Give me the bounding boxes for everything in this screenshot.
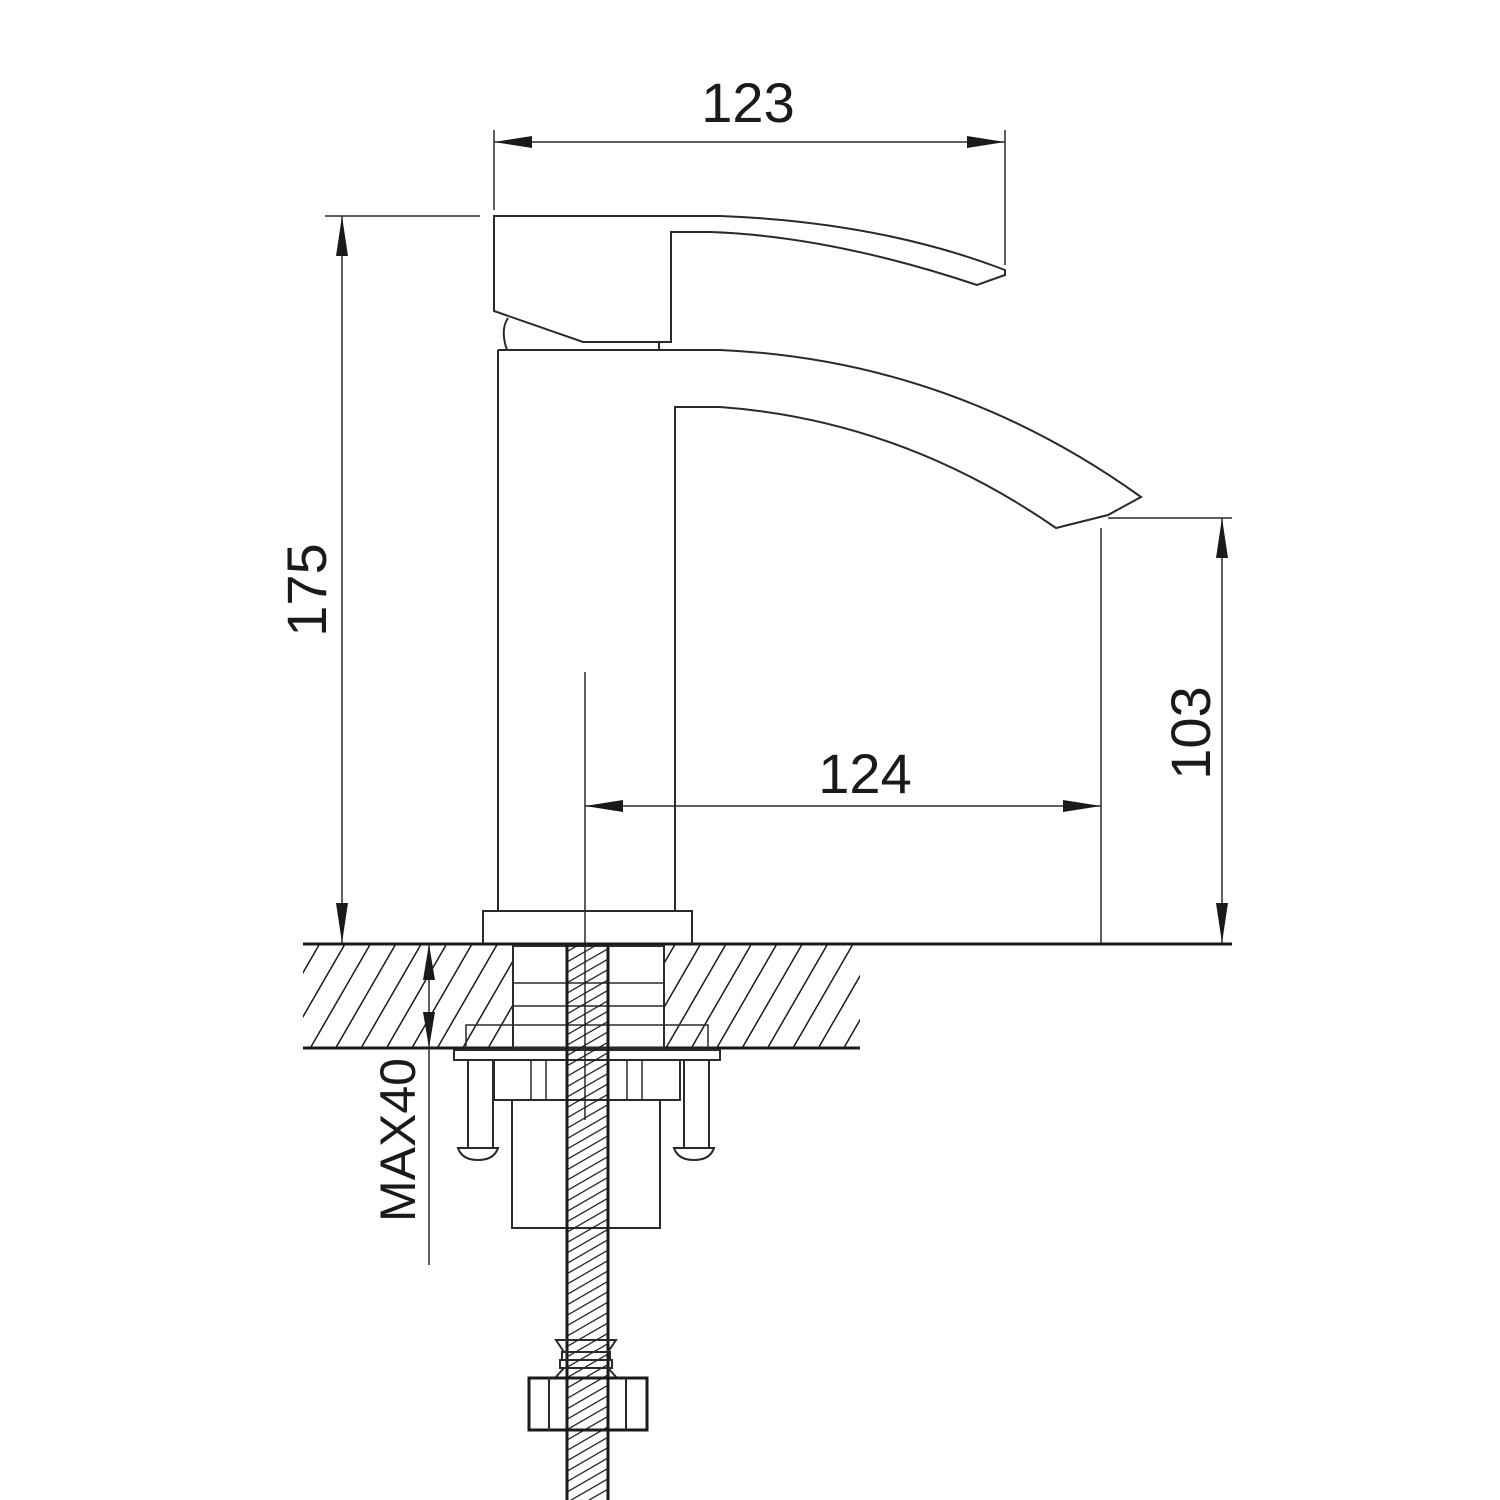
dimension-overall-length: 123 bbox=[493, 71, 1006, 265]
dimension-max-thickness: MAX40 bbox=[370, 944, 435, 1265]
lever-handle bbox=[493, 215, 1006, 351]
countertop-section bbox=[303, 942, 1232, 1050]
dimension-spout-reach: 124 bbox=[585, 742, 1101, 812]
arrow-left-icon bbox=[585, 800, 623, 812]
arrow-up-icon bbox=[423, 944, 435, 980]
arrow-left-icon bbox=[494, 136, 532, 148]
faucet-body bbox=[497, 349, 1143, 911]
dim-label-175: 175 bbox=[275, 543, 338, 636]
dimension-spout-height: 103 bbox=[1100, 517, 1232, 943]
dim-label-max40: MAX40 bbox=[370, 1058, 426, 1222]
arrow-down-icon bbox=[336, 903, 348, 943]
dim-label-103: 103 bbox=[1159, 686, 1222, 779]
arrow-down-icon bbox=[423, 1012, 435, 1048]
arrow-right-icon bbox=[967, 136, 1005, 148]
base-ring bbox=[482, 910, 693, 945]
dim-label-123: 123 bbox=[701, 71, 794, 134]
arrow-down-icon bbox=[1216, 903, 1228, 943]
arrow-up-icon bbox=[336, 216, 348, 256]
dim-label-124: 124 bbox=[818, 742, 911, 805]
dimension-overall-height: 175 bbox=[275, 215, 480, 943]
arrow-right-icon bbox=[1063, 800, 1101, 812]
supply-hose bbox=[527, 942, 649, 1500]
arrow-up-icon bbox=[1216, 518, 1228, 558]
